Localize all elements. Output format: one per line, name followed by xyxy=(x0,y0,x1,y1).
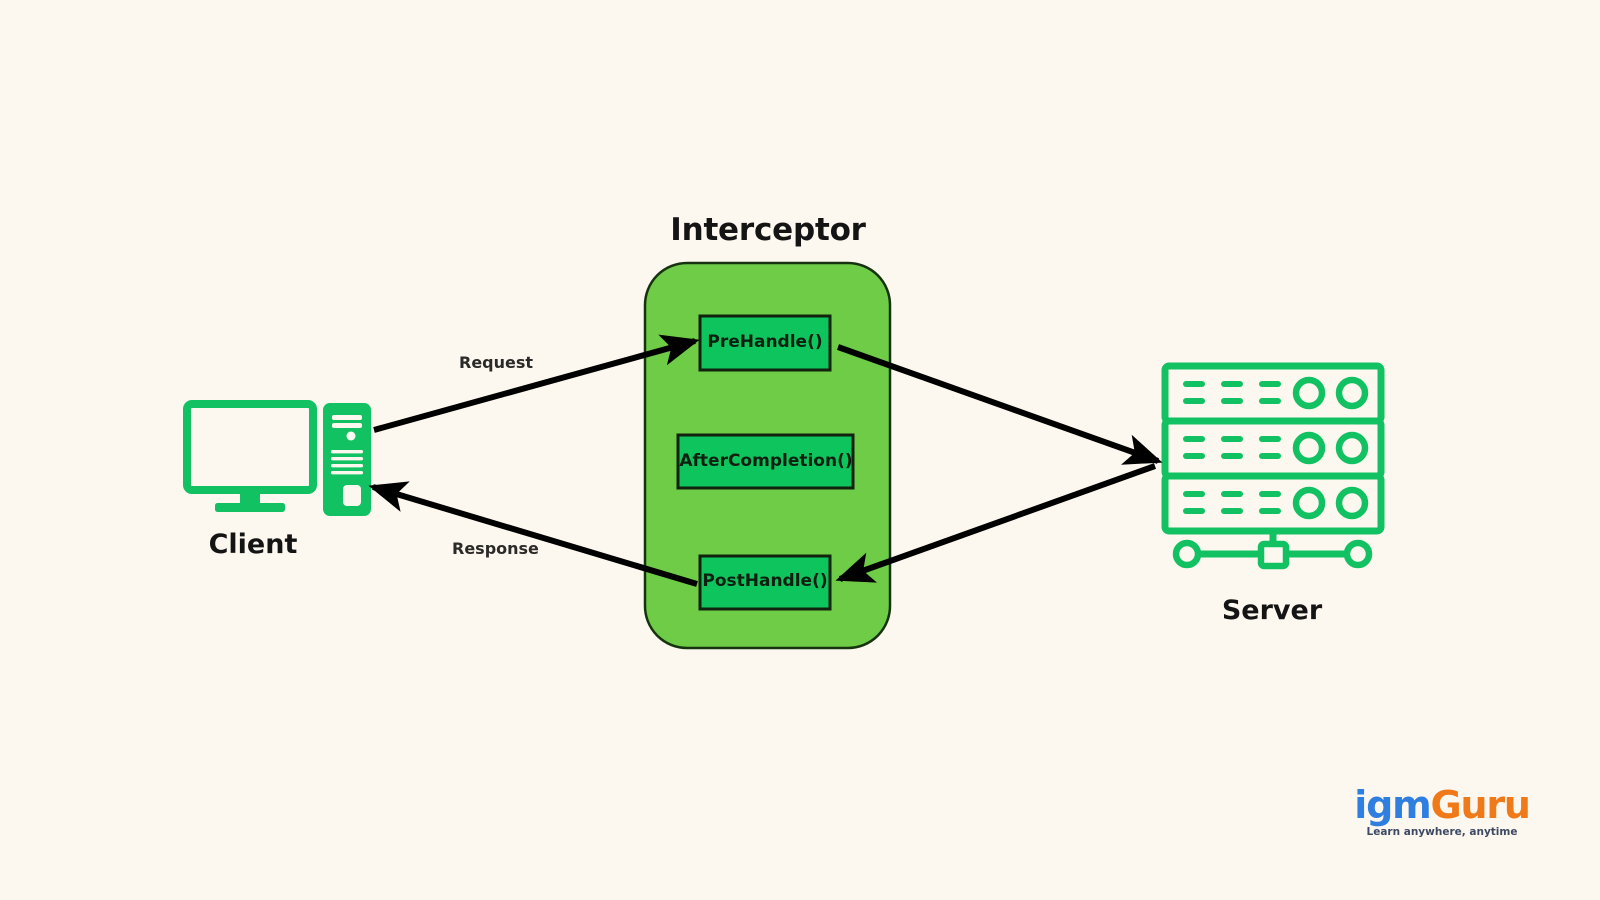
server-indicator-icon xyxy=(1335,376,1369,410)
server-label: Server xyxy=(1221,595,1323,626)
stage-label-posthandle: PostHandle() xyxy=(702,571,828,591)
stage-box-aftercompletion[interactable] xyxy=(676,433,855,490)
server-icon xyxy=(1161,362,1385,570)
edge-label-response: Response xyxy=(452,539,539,558)
tower-vent-bar xyxy=(332,415,362,420)
server-rack-unit xyxy=(1161,417,1385,480)
tower-drive-bay-icon xyxy=(343,485,361,506)
client-label: Client xyxy=(208,529,298,560)
logo-tagline: Learn anywhere, anytime xyxy=(1366,826,1518,838)
server-indicator-icon xyxy=(1335,431,1369,465)
server-indicator-icon xyxy=(1292,376,1326,410)
monitor-base-icon xyxy=(215,503,285,512)
stage-box-prehandle[interactable] xyxy=(698,314,832,372)
logo-text-igm: igm xyxy=(1354,783,1431,827)
arrow-response xyxy=(368,481,698,587)
tower-line xyxy=(331,471,363,475)
server-rack-dashes xyxy=(1183,436,1281,459)
server-indicator-icon xyxy=(1292,431,1326,465)
server-rack-dashes xyxy=(1183,381,1281,404)
server-indicator-icon xyxy=(1292,486,1326,520)
tower-line xyxy=(331,464,363,468)
tower-line xyxy=(331,457,363,461)
monitor-screen-icon xyxy=(183,400,317,494)
arrow-request xyxy=(373,334,700,433)
logo-wordmark: igmGuru xyxy=(1352,786,1532,824)
tower-vent-bar xyxy=(332,423,362,428)
stage-box-posthandle[interactable] xyxy=(698,554,832,611)
page-title: Interceptor xyxy=(670,212,866,248)
server-rack-unit xyxy=(1161,362,1385,425)
server-indicator-icon xyxy=(1335,486,1369,520)
client-icon xyxy=(183,400,371,516)
arrow-from-server xyxy=(835,463,1157,583)
edge-label-request: Request xyxy=(459,353,534,372)
igmguru-logo[interactable]: igmGuru Learn anywhere, anytime xyxy=(1352,786,1532,838)
arrow-to-server xyxy=(836,344,1163,465)
stage-label-aftercompletion: AfterCompletion() xyxy=(679,451,853,471)
server-network-connector-icon xyxy=(1172,531,1373,570)
logo-text-guru: Guru xyxy=(1430,783,1530,827)
tower-line xyxy=(331,450,363,454)
tower-power-dot-icon xyxy=(346,431,356,441)
stage-label-prehandle: PreHandle() xyxy=(707,332,823,352)
server-rack-unit xyxy=(1161,472,1385,535)
flow-arrows xyxy=(368,334,1163,587)
server-rack-dashes xyxy=(1183,491,1281,514)
